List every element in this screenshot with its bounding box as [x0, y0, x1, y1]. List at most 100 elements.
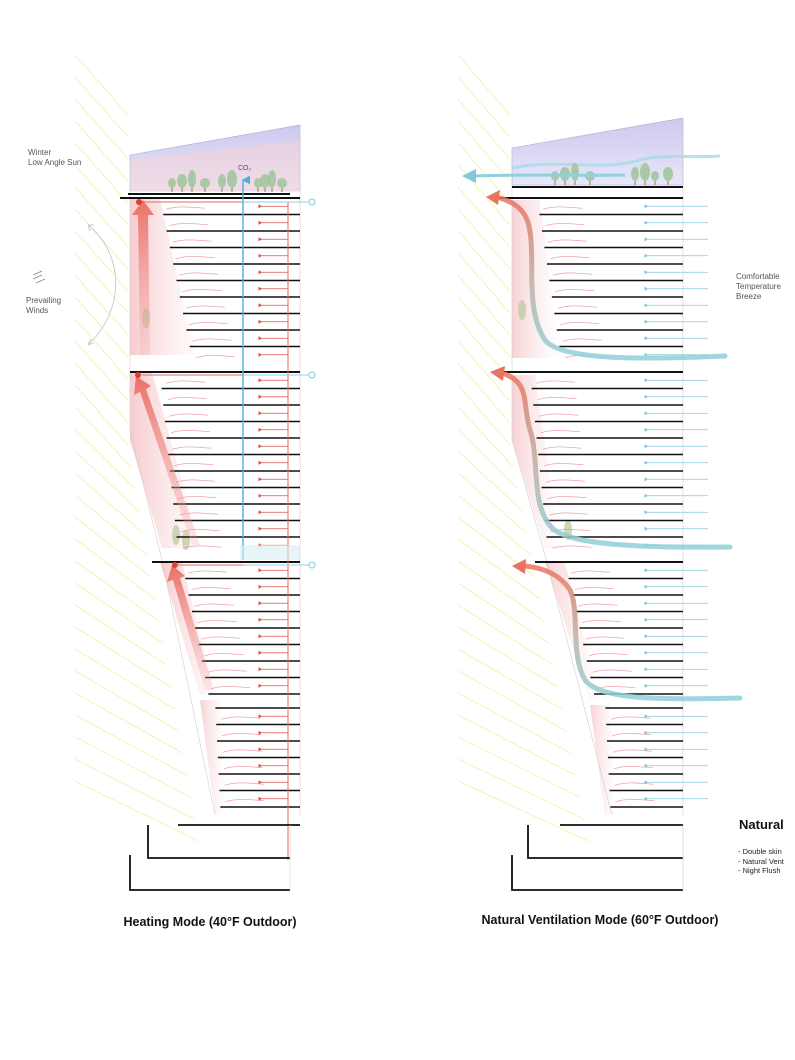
roof-exhaust-arrow — [473, 173, 626, 178]
warm-air-curl — [194, 603, 234, 607]
tree-trunk — [204, 188, 206, 192]
warm-air-curl — [175, 255, 215, 260]
warm-air-curl — [539, 413, 579, 417]
sun-ray — [457, 582, 549, 644]
warm-air-curl — [187, 570, 228, 574]
sun-rays — [74, 54, 589, 842]
heating-mode-section — [32, 124, 316, 891]
sun-ray — [74, 76, 129, 138]
vent-zone-lower — [545, 562, 600, 700]
sun-ray — [74, 98, 129, 160]
prevailing-wind-arc — [87, 224, 117, 346]
warm-air-curl — [180, 528, 220, 533]
warm-air-curl — [547, 495, 587, 500]
tree-trunk — [654, 181, 656, 185]
warm-air-curl — [222, 749, 263, 753]
sun-label: Winter Low Angle Sun — [28, 148, 81, 168]
warm-air-curl — [169, 222, 209, 227]
sun-ray — [457, 648, 563, 710]
sun-ray — [74, 296, 129, 358]
tree-trunk — [554, 181, 556, 185]
sun-ray — [457, 208, 511, 270]
breeze-label: Comfortable Temperature Breeze — [736, 272, 781, 302]
tree — [218, 174, 226, 188]
warm-air-curl — [544, 462, 584, 467]
warm-air-curl — [589, 652, 629, 657]
vent-zone-bottom — [590, 705, 615, 815]
heating-mode-caption: Heating Mode (40°F Outdoor) — [123, 915, 297, 929]
warm-air-curl — [542, 446, 582, 450]
sun-ray — [457, 538, 541, 600]
warm-air-curl — [612, 732, 652, 737]
sun-ray — [457, 186, 511, 248]
sun-ray — [74, 406, 132, 468]
sun-ray — [457, 142, 511, 204]
wind-arc-head-top — [87, 224, 94, 232]
sun-ray — [74, 692, 183, 754]
vent-zone-upper — [512, 200, 560, 358]
tree-trunk — [634, 181, 636, 185]
atrium-tree — [172, 525, 180, 545]
warm-air-curl — [537, 396, 577, 401]
sun-ray — [74, 626, 171, 688]
warm-air-curl — [169, 413, 209, 417]
warm-air-curl — [540, 429, 580, 434]
tree-trunk — [231, 188, 233, 192]
warm-air-curl — [185, 305, 225, 309]
sun-ray — [457, 626, 558, 688]
warm-air-curl — [615, 798, 655, 803]
warm-air-curl — [167, 396, 207, 401]
warm-air-curl — [210, 685, 251, 690]
atrium-tree — [182, 530, 190, 550]
sun-ray — [74, 362, 129, 424]
warm-air-curl — [557, 305, 597, 309]
sun-ray — [74, 120, 129, 182]
sun-ray — [74, 164, 129, 226]
exhaust-point-middle — [135, 372, 141, 378]
warm-air-curl — [195, 354, 235, 359]
breeze-label-line3: Breeze — [736, 292, 762, 301]
warm-air-curl — [225, 798, 265, 803]
atrium-zone-bottom — [200, 700, 225, 815]
tree-trunk — [564, 181, 566, 185]
sun-ray — [457, 230, 511, 292]
warm-air-curl — [207, 669, 247, 673]
sun-ray — [457, 494, 532, 556]
wind-arc-head-bottom — [87, 338, 95, 346]
sun-ray — [74, 340, 129, 402]
sun-ray — [457, 780, 589, 842]
tree-trunk — [644, 181, 646, 185]
warm-air-curl — [165, 206, 206, 210]
warm-air-curl — [560, 321, 600, 326]
sun-ray — [74, 670, 179, 732]
roof-garden-trees-right — [518, 163, 673, 540]
tree — [277, 178, 287, 188]
tree-trunk — [221, 188, 223, 192]
breeze-label-line1: Comfortable — [736, 272, 780, 281]
vent-outlet-middle — [490, 366, 505, 381]
tree — [640, 163, 650, 181]
warm-air-curl — [221, 716, 261, 720]
sun-ray — [74, 714, 187, 776]
sun-ray — [74, 758, 195, 820]
sun-ray — [457, 274, 511, 336]
sun-ray — [74, 450, 140, 512]
warm-air-rise-lower — [167, 565, 214, 690]
legend-title: Natural — [739, 817, 784, 832]
warm-air-curl — [175, 479, 215, 483]
warm-air-curl — [197, 619, 237, 624]
breeze-label-line2: Temperature — [736, 282, 781, 291]
tree — [631, 167, 639, 181]
warm-air-curl — [535, 380, 576, 384]
warm-air-curl — [555, 288, 595, 293]
sun-label-line2: Low Angle Sun — [28, 158, 82, 167]
sun-ray — [457, 252, 511, 314]
warm-air-curl — [574, 586, 614, 591]
tree-trunk — [281, 188, 283, 192]
tree-trunk — [257, 188, 259, 192]
warm-air-curl — [542, 206, 583, 210]
air-intake-middle — [308, 371, 316, 379]
warm-air-curl — [614, 782, 654, 786]
co2-label: CO₂ — [238, 165, 252, 172]
tree — [254, 178, 262, 188]
